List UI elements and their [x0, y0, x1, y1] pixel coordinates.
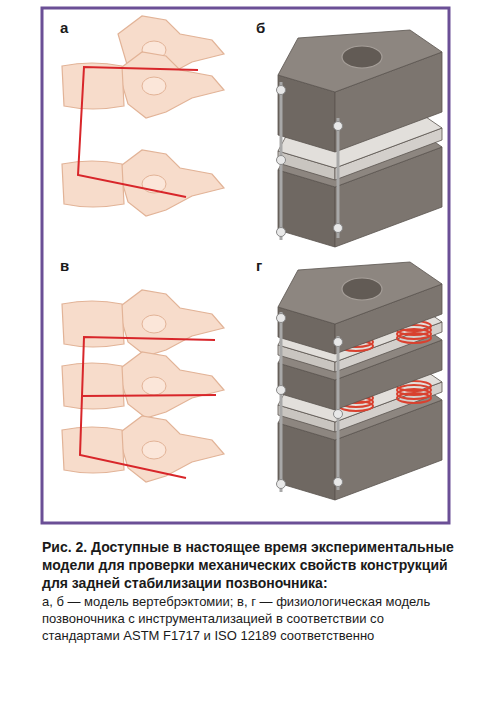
spring-coil [397, 333, 431, 343]
vertebra-process [118, 290, 224, 356]
vertebrectomy-model [277, 30, 443, 247]
rod [337, 118, 340, 238]
block-hole [342, 46, 382, 68]
caption-note: а, б — модель вертебрэктомии; в, г — физ… [42, 593, 460, 644]
vertebral-body [62, 301, 124, 347]
block-hole [342, 278, 382, 300]
fixation-line [78, 67, 198, 197]
vertebral-body [62, 161, 124, 207]
panel-letter: г [256, 258, 262, 274]
vertebra-process [118, 352, 224, 418]
spring-coil [397, 393, 431, 403]
screw-head [277, 480, 286, 489]
vertebral-body [62, 63, 124, 109]
physiologic-model [277, 262, 443, 500]
screw-head [277, 314, 286, 323]
screw-head [334, 410, 343, 419]
panel-letter: в [60, 258, 69, 274]
fixation-line [82, 395, 216, 396]
figure-caption: Рис. 2. Доступные в настоящее время эксп… [42, 538, 460, 592]
facet-joint [142, 377, 166, 395]
screw-head [334, 122, 343, 131]
screw-head [277, 156, 286, 165]
vertebra-process [118, 150, 224, 216]
vertebral-body [62, 363, 124, 409]
rod [280, 312, 283, 492]
fixation-line [80, 337, 215, 478]
block-top [278, 30, 442, 92]
screw-head [334, 478, 343, 487]
block-top [278, 262, 442, 324]
screw-head [277, 228, 286, 237]
caption-block: Рис. 2. Доступные в настоящее время эксп… [42, 538, 460, 644]
vertebral-body [62, 427, 124, 473]
panel-letter: а [60, 20, 68, 36]
screw-head [277, 386, 286, 395]
screw-head [277, 86, 286, 95]
vertebra-process [118, 416, 224, 482]
panel-frame [42, 8, 449, 523]
facet-joint [142, 77, 166, 95]
screw-head [334, 338, 343, 347]
vertebrectomy-spine [62, 16, 224, 216]
physiologic-spine [62, 290, 224, 482]
panel-letter: б [256, 20, 265, 36]
screw-head [334, 224, 343, 233]
facet-joint [142, 441, 166, 459]
facet-joint [142, 315, 166, 333]
vertebra-process [118, 52, 224, 118]
